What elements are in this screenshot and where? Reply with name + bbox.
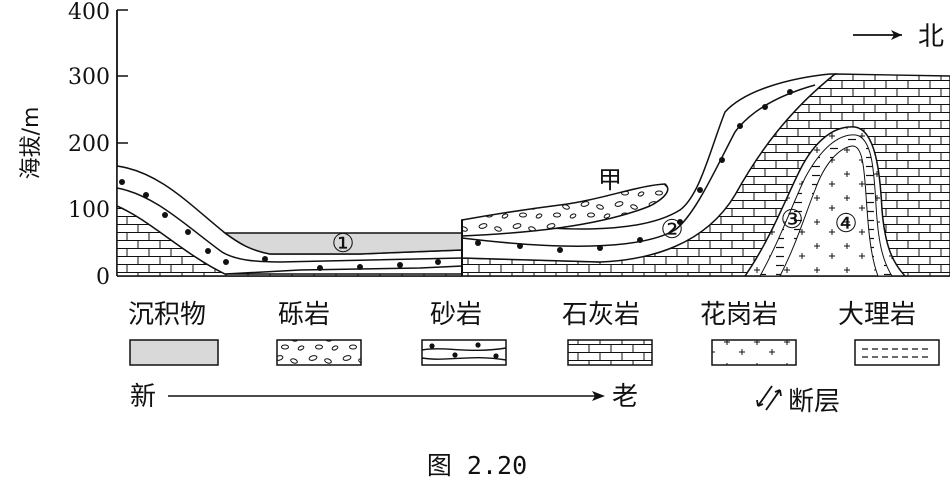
figure-caption: 图 2.20 <box>427 451 527 480</box>
legend-label-gravel: 砾岩 <box>278 300 330 330</box>
legend-swatch-sandstone <box>421 339 507 366</box>
legend-swatch-gravel <box>276 339 362 366</box>
fault-symbol <box>756 385 782 411</box>
north-arrow <box>853 30 902 40</box>
marker-1: ① <box>331 229 354 259</box>
age-arrow <box>168 391 605 401</box>
marker-4: ④ <box>834 209 857 239</box>
strata <box>117 73 950 276</box>
y-tick-0: 0 <box>96 265 110 290</box>
marker-2: ② <box>660 215 683 245</box>
y-axis-label: 海拔/m <box>19 107 44 180</box>
label-jia: 甲 <box>598 166 622 194</box>
legend-swatch-limestone <box>567 339 653 366</box>
legend-label-granite: 花岗岩 <box>700 300 778 330</box>
legend-swatch-granite <box>711 339 797 366</box>
legend-label-sandstone: 砂岩 <box>430 300 482 330</box>
y-tick-300: 300 <box>68 65 110 90</box>
gravel-layer <box>461 183 669 237</box>
legend-label-sediment: 沉积物 <box>128 300 206 330</box>
marble-aureole <box>759 134 893 276</box>
legend-label-limestone: 石灰岩 <box>562 300 640 330</box>
north-label: 北 <box>918 22 944 52</box>
age-new-label: 新 <box>130 382 156 412</box>
fault-label: 断层 <box>788 387 840 417</box>
age-old-label: 老 <box>612 382 638 412</box>
legend-label-marble: 大理岩 <box>838 300 916 330</box>
y-tick-400: 400 <box>68 0 110 25</box>
legend-swatch-sediment <box>129 339 219 366</box>
y-tick-100: 100 <box>68 198 110 223</box>
y-tick-200: 200 <box>68 132 110 157</box>
marker-3: ③ <box>780 205 803 235</box>
legend-swatch-marble <box>854 339 940 366</box>
sediment-layer <box>222 232 463 255</box>
sandstone-right <box>461 73 838 263</box>
sandstone-grains <box>119 89 793 271</box>
